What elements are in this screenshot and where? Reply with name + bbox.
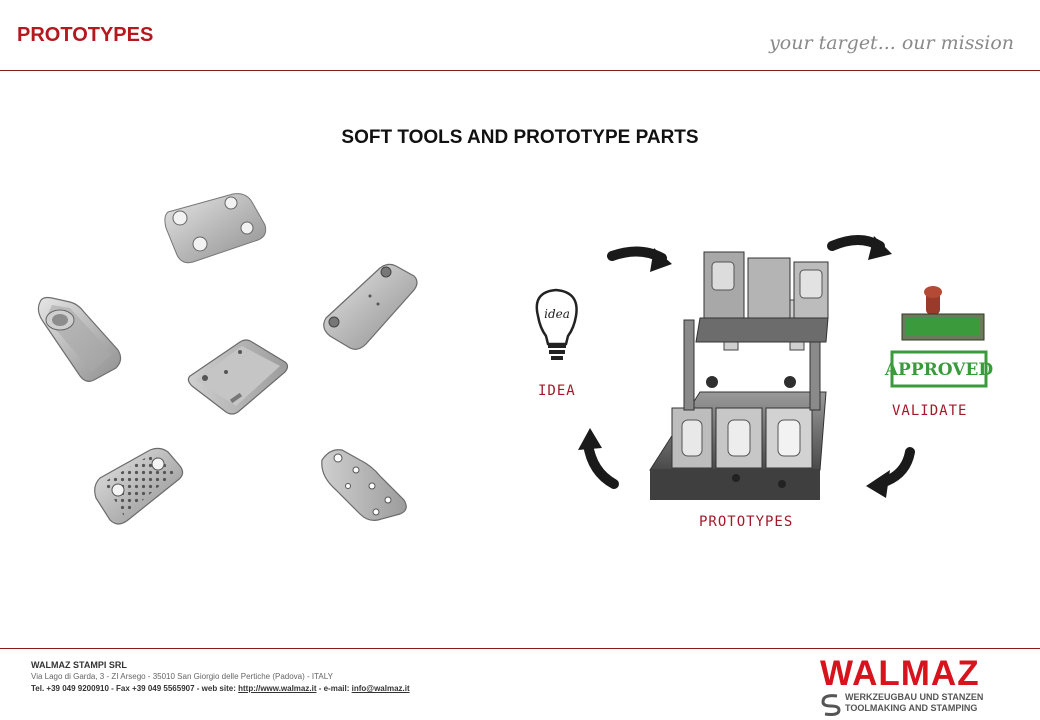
cycle-label-idea: IDEA — [538, 383, 576, 399]
cycle-label-prototypes: PROTOTYPES — [699, 514, 794, 530]
stamping-die-image — [649, 251, 829, 500]
arrow-validate-to-prototypes-icon — [866, 447, 915, 498]
lightbulb-icon: idea — [535, 288, 578, 360]
arrow-idea-to-tool-icon — [607, 246, 672, 272]
footer-divider — [0, 648, 1040, 649]
page-title: PROTOTYPES — [17, 24, 154, 46]
logo-wordmark: WALMAZ — [820, 654, 980, 693]
illustration-canvas: idea — [37, 193, 994, 525]
bulb-text: idea — [544, 307, 570, 321]
approved-stamp-icon: APPROVED — [884, 286, 994, 388]
footer-address: Via Lago di Garda, 3 - ZI Arsego - 35010… — [31, 672, 333, 681]
email-link[interactable]: info@walmaz.it — [351, 684, 410, 693]
logo-tagline-english: TOOLMAKING AND STAMPING — [845, 703, 978, 713]
header-divider — [0, 70, 1040, 71]
footer-email-prefix: - e-mail: — [316, 684, 352, 693]
arrow-prototypes-to-idea-icon — [578, 428, 619, 489]
prototype-part-deep-drawn-tray — [37, 296, 122, 382]
prototype-part-bracket-plate — [323, 263, 418, 350]
prototype-part-plate-four-holes — [164, 193, 267, 264]
footer-phone-fax: Tel. +39 049 9200910 - Fax +39 049 55659… — [31, 684, 239, 693]
prototype-part-perforated-plate — [94, 447, 184, 525]
footer-contact: Tel. +39 049 9200910 - Fax +39 049 55659… — [31, 684, 410, 693]
cycle-label-validate: VALIDATE — [892, 403, 968, 419]
walmaz-logo: WALMAZ WERKZEUGBAU UND STANZEN TOOLMAKIN… — [815, 654, 1015, 718]
website-link[interactable]: http://www.walmaz.it — [238, 684, 317, 693]
footer-company-name: WALMAZ STAMPI SRL — [31, 660, 127, 670]
prototype-part-flat-plate — [187, 339, 289, 415]
arrow-tool-to-validate-icon — [827, 235, 892, 260]
stamp-text: APPROVED — [884, 360, 994, 380]
tagline: your target... our mission — [769, 32, 1014, 54]
content-area: idea — [0, 160, 1040, 630]
logo-tagline-german: WERKZEUGBAU UND STANZEN — [845, 692, 984, 702]
slide-title: SOFT TOOLS AND PROTOTYPE PARTS — [341, 127, 699, 148]
logo-s-mark-icon — [821, 694, 841, 716]
prototype-part-irregular-bracket — [321, 449, 407, 521]
